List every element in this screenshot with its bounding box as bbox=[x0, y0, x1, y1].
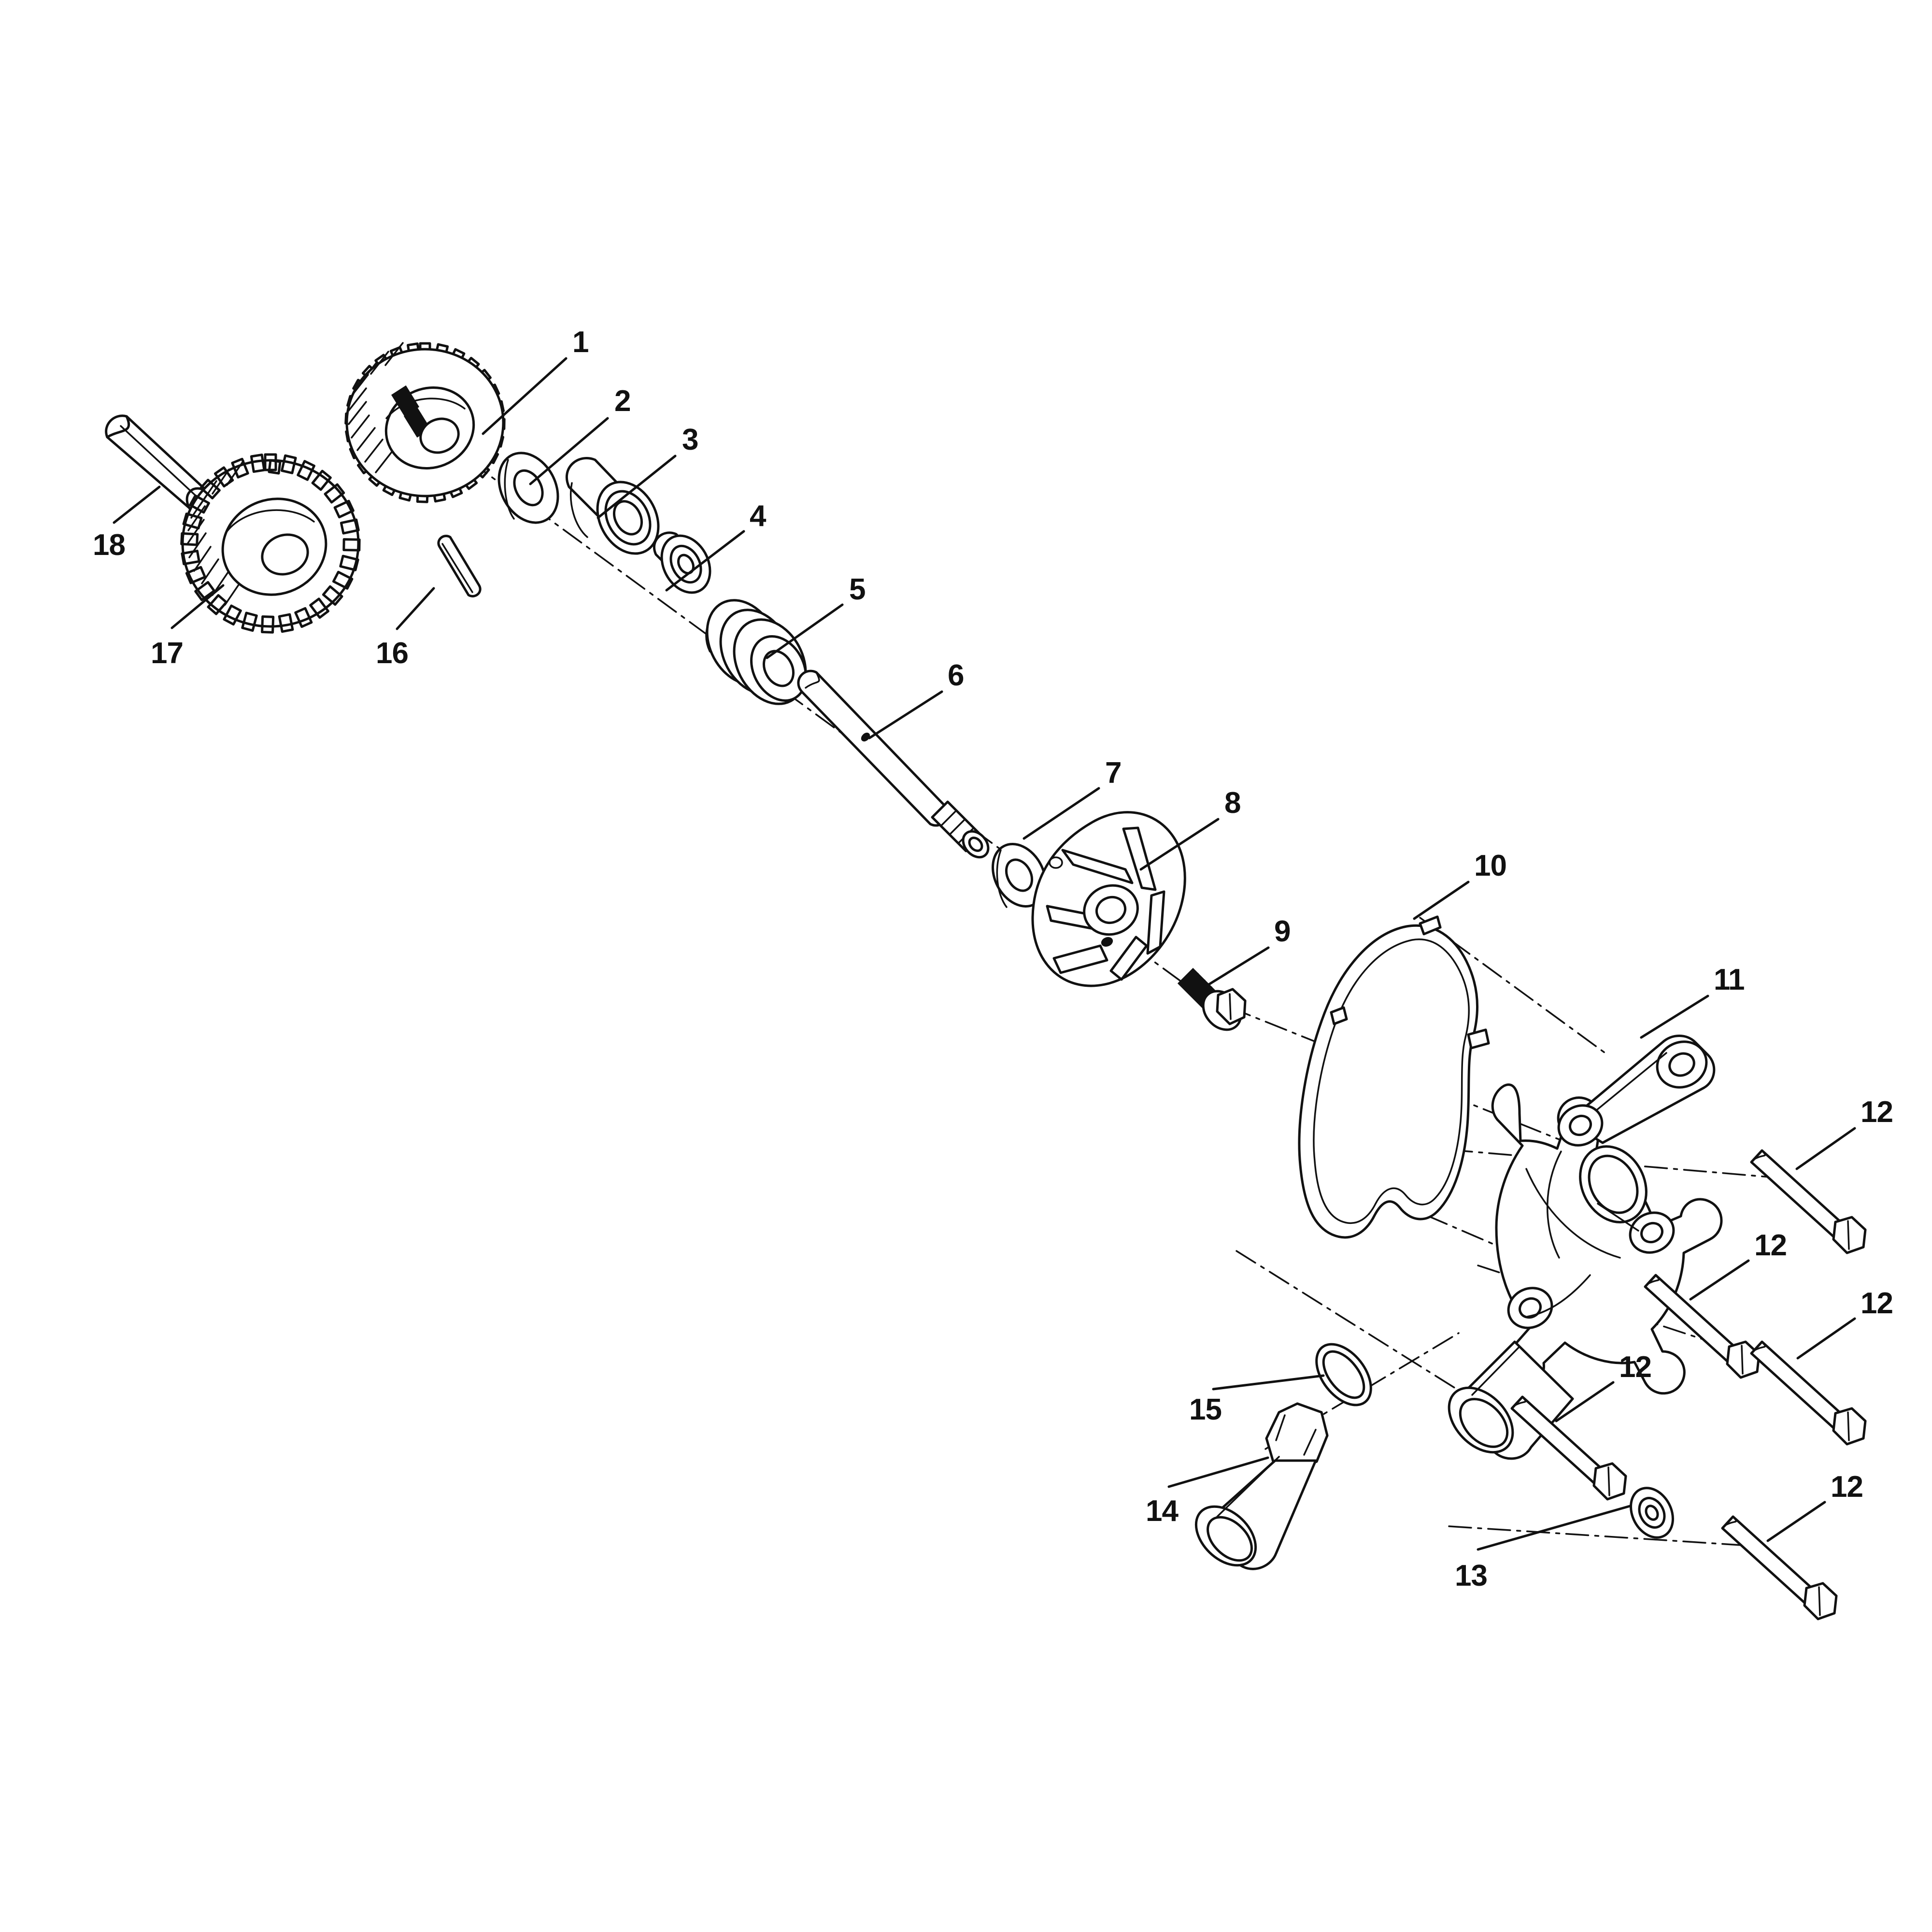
leader-line-10 bbox=[1413, 881, 1470, 920]
callout-number-14: 14 bbox=[1146, 1494, 1179, 1528]
part-6-shaft-impeller bbox=[797, 669, 990, 859]
part-12-bolt-flange-d bbox=[1510, 1395, 1627, 1501]
leader-line-13 bbox=[1477, 1505, 1632, 1551]
part-12-bolt-flange-e bbox=[1721, 1515, 1838, 1620]
leader-line-6 bbox=[868, 690, 943, 739]
leader-lines bbox=[113, 357, 1856, 1551]
assembly-axis-lines bbox=[436, 436, 1788, 1547]
callout-number-17: 17 bbox=[151, 637, 184, 670]
part-7-washer-flat bbox=[992, 843, 1047, 908]
part-5-seal-water-pump bbox=[705, 599, 807, 705]
leader-line-8 bbox=[1139, 818, 1220, 871]
callout-number-15: 15 bbox=[1189, 1393, 1222, 1426]
part-10-gasket-water-pump bbox=[1298, 915, 1490, 1239]
part-1-gear-drive bbox=[344, 342, 506, 503]
part-12-bolt-flange-a bbox=[1750, 1149, 1867, 1254]
callout-number-1: 1 bbox=[572, 326, 589, 359]
callout-number-10: 10 bbox=[1474, 849, 1507, 882]
leader-line-16 bbox=[396, 587, 435, 630]
leader-line-12 bbox=[1555, 1381, 1615, 1422]
part-9-bolt-impeller bbox=[1177, 967, 1247, 1031]
callout-number-13: 13 bbox=[1455, 1559, 1488, 1592]
part-17-gear-driven bbox=[180, 453, 361, 634]
leader-line-15 bbox=[1212, 1374, 1325, 1391]
callout-number-12: 12 bbox=[1831, 1470, 1863, 1504]
leader-line-5 bbox=[766, 603, 844, 659]
part-4-seal bbox=[653, 531, 711, 594]
leader-line-12 bbox=[1795, 1127, 1856, 1170]
callout-number-6: 6 bbox=[948, 659, 964, 692]
leader-line-14 bbox=[1167, 1456, 1269, 1488]
part-2-washer bbox=[497, 452, 559, 524]
leader-line-1 bbox=[482, 357, 568, 435]
leader-line-2 bbox=[529, 417, 609, 485]
callout-number-7: 7 bbox=[1105, 756, 1122, 790]
callout-number-11: 11 bbox=[1714, 963, 1745, 996]
part-11-housing-water-pump bbox=[1448, 1035, 1723, 1460]
part-8-impeller bbox=[1031, 811, 1186, 987]
part-15-o-ring bbox=[1315, 1343, 1372, 1406]
leader-line-11 bbox=[1640, 994, 1709, 1039]
leader-line-9 bbox=[1201, 946, 1270, 990]
callout-number-16: 16 bbox=[376, 637, 409, 670]
part-13-washer-plain bbox=[1630, 1487, 1674, 1539]
leader-line-17 bbox=[170, 584, 225, 629]
callout-number-12: 12 bbox=[1754, 1229, 1787, 1262]
part-14-fitting-outlet bbox=[1194, 1402, 1329, 1570]
part-16-pin-dowel bbox=[437, 535, 482, 597]
callout-number-12: 12 bbox=[1861, 1287, 1893, 1320]
callout-number-18: 18 bbox=[93, 528, 126, 562]
callout-number-9: 9 bbox=[1274, 915, 1291, 948]
callout-number-2: 2 bbox=[614, 384, 631, 418]
leader-line-12 bbox=[1689, 1259, 1750, 1301]
leader-line-7 bbox=[1023, 787, 1100, 840]
leader-line-18 bbox=[113, 485, 161, 524]
callout-number-4: 4 bbox=[750, 499, 766, 533]
leader-line-3 bbox=[597, 455, 677, 519]
part-12-bolt-flange-c bbox=[1750, 1340, 1867, 1446]
leader-line-12 bbox=[1766, 1501, 1826, 1542]
part-3-bearing bbox=[565, 457, 660, 555]
callout-number-5: 5 bbox=[849, 573, 866, 606]
callout-number-12: 12 bbox=[1861, 1095, 1893, 1129]
leader-line-12 bbox=[1796, 1317, 1856, 1360]
callout-number-8: 8 bbox=[1224, 786, 1241, 820]
part-12-bolt-flange-b bbox=[1644, 1274, 1761, 1379]
callout-number-12: 12 bbox=[1619, 1350, 1652, 1384]
callout-number-3: 3 bbox=[682, 423, 698, 456]
leader-line-4 bbox=[665, 530, 745, 592]
